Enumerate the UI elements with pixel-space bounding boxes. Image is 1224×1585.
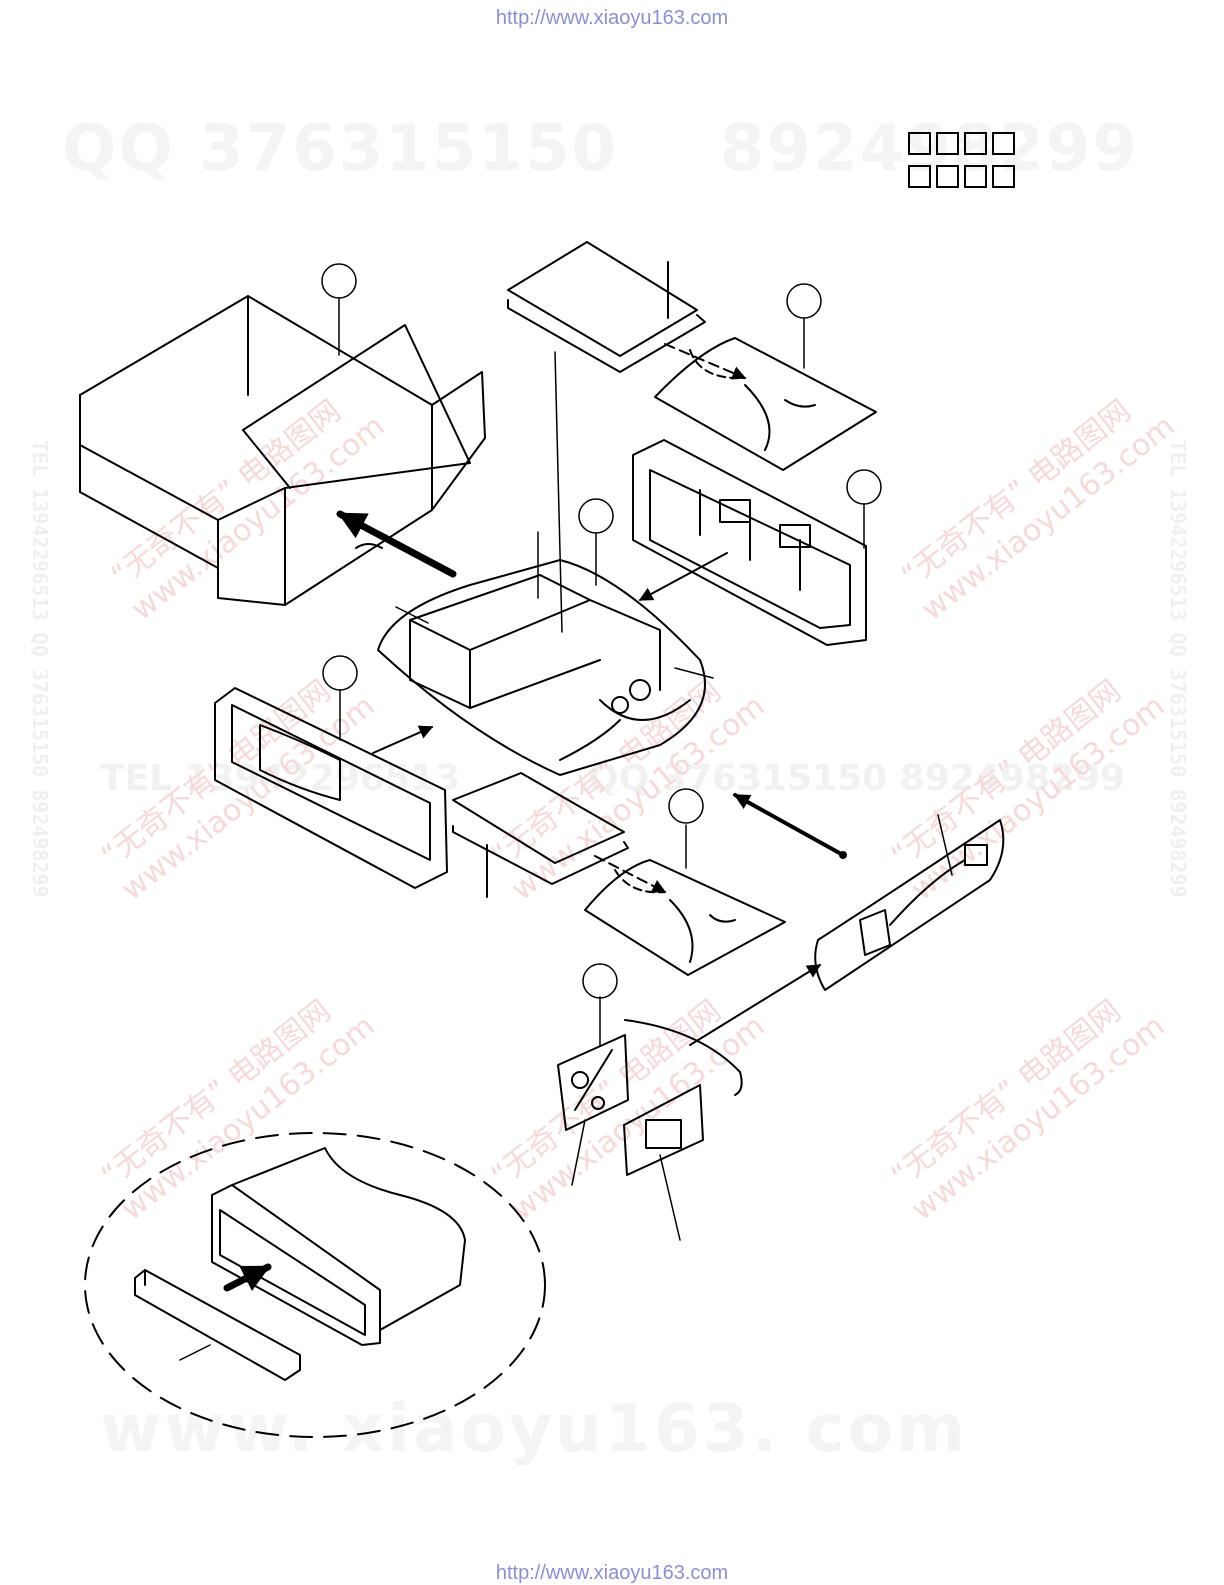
legend-box bbox=[964, 165, 987, 188]
cushion-arrow-right bbox=[638, 552, 728, 601]
callout-circle bbox=[582, 963, 618, 999]
header-url[interactable]: http://www.xiaoyu163.com bbox=[495, 7, 729, 29]
callout-circle bbox=[578, 498, 614, 534]
legend-box bbox=[936, 165, 959, 188]
callout-circle bbox=[786, 283, 822, 319]
legend-box bbox=[908, 132, 931, 155]
insert-arrow bbox=[336, 510, 457, 578]
main-unit-bagged bbox=[377, 559, 706, 776]
callout-circles bbox=[321, 263, 882, 999]
watermark-side-right: TEL 13942296513 QQ 376315150 892498299 bbox=[1166, 440, 1190, 898]
manual-sheets-bottom bbox=[452, 772, 629, 898]
legend-box bbox=[992, 165, 1015, 188]
legend-box bbox=[908, 165, 931, 188]
bag-arrow bbox=[594, 855, 667, 893]
footer-url[interactable]: http://www.xiaoyu163.com bbox=[495, 1562, 729, 1584]
callout-circle bbox=[846, 469, 882, 505]
foam-cushion-left bbox=[214, 687, 448, 889]
foam-cushion-right bbox=[632, 439, 867, 646]
inset-arrow bbox=[223, 1263, 272, 1292]
legend-box bbox=[964, 132, 987, 155]
watermark-mid-right: QQ 376315150 892498299 bbox=[588, 758, 1126, 799]
leader-lines bbox=[179, 297, 953, 1361]
callout-circle bbox=[321, 263, 357, 299]
watermark-qq: QQ 376315150 bbox=[62, 112, 618, 186]
callout-circle bbox=[322, 655, 358, 691]
accessory-arrow bbox=[689, 964, 822, 1046]
bag-arrow bbox=[664, 343, 747, 380]
accessory-pack bbox=[557, 1019, 743, 1176]
watermark-phone: 892498299 bbox=[720, 112, 1139, 186]
harness-arrow bbox=[733, 793, 845, 857]
callout-circle bbox=[668, 788, 704, 824]
poly-bag-top bbox=[654, 337, 877, 471]
legend-box-row bbox=[908, 132, 1026, 155]
legend-box bbox=[936, 132, 959, 155]
legend-boxes bbox=[908, 132, 1026, 198]
carton-box bbox=[79, 295, 486, 606]
legend-box bbox=[992, 132, 1015, 155]
legend-box-row bbox=[908, 165, 1026, 188]
cushion-arrow-left bbox=[372, 725, 434, 754]
wire-harness-bag bbox=[814, 819, 1005, 991]
watermark-site: www. xiaoyu163. com bbox=[100, 1390, 968, 1467]
watermark-side-left: TEL 13942296513 QQ 376315150 892498299 bbox=[28, 440, 52, 898]
detail-inset bbox=[84, 1132, 546, 1438]
manual-sheets-top bbox=[507, 241, 706, 373]
harness-arrow-dot bbox=[839, 851, 847, 859]
poly-bag-bottom bbox=[584, 859, 786, 976]
